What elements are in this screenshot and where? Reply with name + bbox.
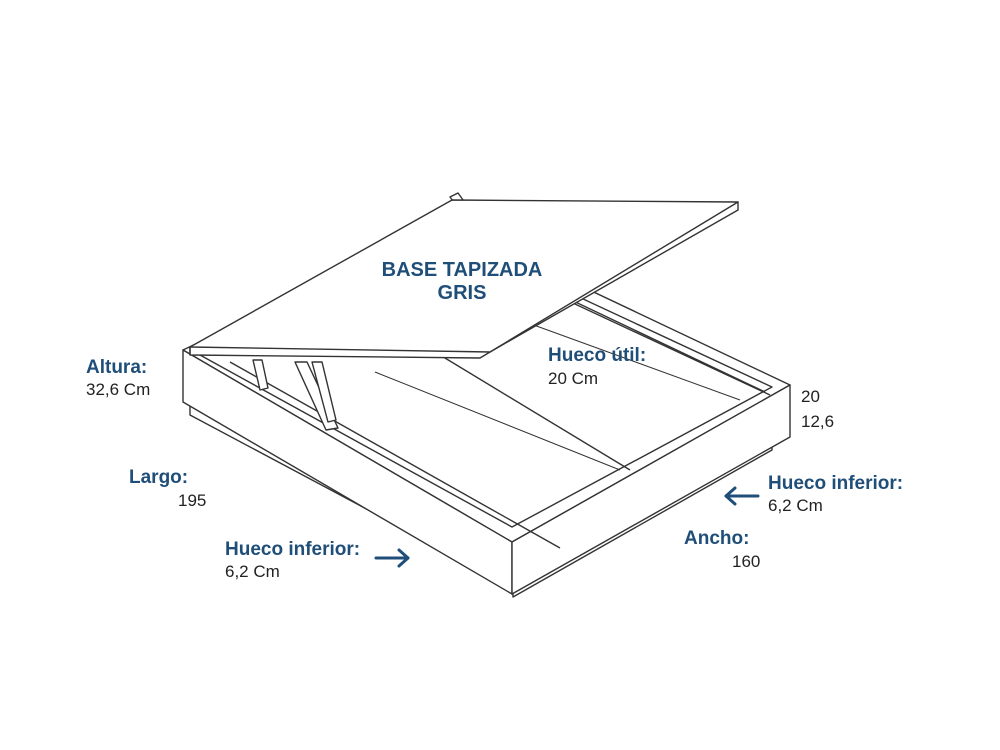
- ancho-heading: Ancho:: [684, 528, 750, 549]
- altura-heading: Altura:: [86, 357, 148, 378]
- largo-value: 195: [178, 491, 207, 510]
- hueco-inferior-left-heading: Hueco inferior:: [225, 539, 361, 560]
- side-value-upper: 20: [801, 387, 820, 406]
- arrow-right-icon: [374, 548, 410, 568]
- hueco-inferior-right-value: 6,2 Cm: [768, 496, 823, 515]
- interior-rail-2: [439, 354, 631, 471]
- lift-arm-1: [252, 359, 269, 391]
- interior-rail-4: [374, 371, 621, 471]
- interior-rail-3: [519, 319, 741, 401]
- hueco-inferior-right-heading: Hueco inferior:: [768, 473, 904, 494]
- title-line-2: GRIS: [437, 282, 487, 304]
- hueco-inferior-left-value: 6,2 Cm: [225, 562, 280, 581]
- ancho-value: 160: [732, 552, 761, 571]
- side-value-lower: 12,6: [801, 412, 835, 431]
- lid-top: [189, 199, 739, 353]
- arrow-left-icon: [724, 486, 760, 506]
- altura-value: 32,6 Cm: [86, 380, 151, 399]
- frame-right-panel: [511, 384, 791, 595]
- hueco-util-heading: Hueco útil:: [548, 345, 647, 366]
- interior-rail-1: [229, 361, 561, 549]
- title-line-1: BASE TAPIZADA: [381, 259, 543, 281]
- product-title: BASE TAPIZADA GRIS: [372, 260, 552, 303]
- lift-arm-3: [311, 361, 337, 423]
- hueco-util-value: 20 Cm: [548, 369, 599, 388]
- largo-heading: Largo:: [129, 467, 189, 488]
